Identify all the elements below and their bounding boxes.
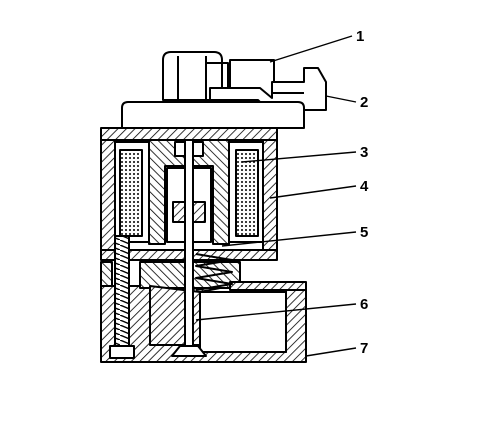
callout-7: 7 <box>360 340 368 357</box>
outlet-chamber-plate <box>199 281 307 353</box>
left-bracket <box>100 261 113 287</box>
leader-2 <box>325 95 357 103</box>
callout-3: 3 <box>360 144 368 161</box>
leader-6 <box>195 303 357 321</box>
leader-lines <box>195 35 357 357</box>
callout-6: 6 <box>360 296 368 313</box>
return-spring <box>195 253 233 291</box>
mounting-bolt <box>109 235 135 359</box>
callout-labels: 1 2 3 4 5 6 7 <box>356 28 369 357</box>
leader-1 <box>269 35 353 63</box>
leader-4 <box>269 185 357 199</box>
leader-3 <box>241 151 357 163</box>
leader-5 <box>221 231 357 247</box>
top-cap <box>121 101 305 129</box>
callout-1: 1 <box>356 28 364 45</box>
electrical-connector <box>162 51 275 101</box>
solenoid-coil <box>114 141 264 243</box>
callout-5: 5 <box>360 224 368 241</box>
callout-4: 4 <box>360 178 369 195</box>
valve-pintle <box>171 139 207 357</box>
leader-7 <box>305 347 357 357</box>
callout-2: 2 <box>360 94 368 111</box>
